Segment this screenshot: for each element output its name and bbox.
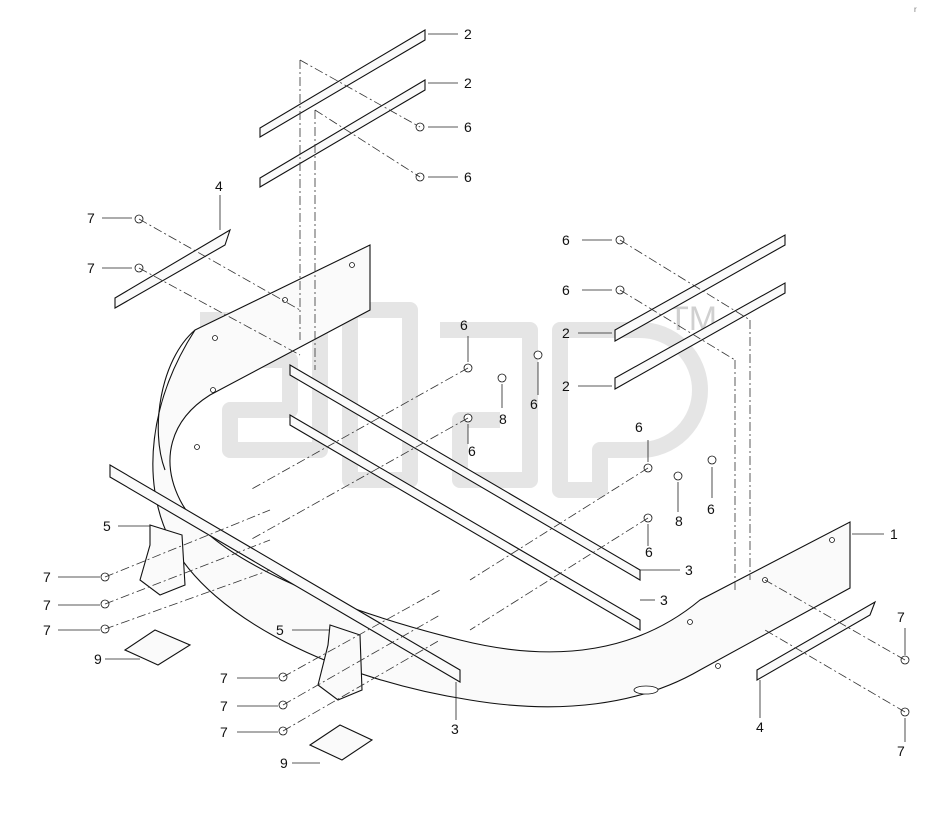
centerlines <box>104 59 906 732</box>
strap-right-2 <box>614 282 786 390</box>
callout-part-6: 6 <box>707 501 715 517</box>
strap-right-1 <box>614 234 786 342</box>
callout-part-8: 8 <box>499 411 507 427</box>
callout-part-4: 4 <box>215 178 223 194</box>
callout-part-5: 5 <box>276 622 284 638</box>
callout-part-6: 6 <box>645 544 653 560</box>
strap-top-1 <box>259 29 426 138</box>
callout-part-6: 6 <box>635 419 643 435</box>
callout-part-3: 3 <box>660 592 668 608</box>
callout-part-2: 2 <box>562 378 570 394</box>
callout-part-6: 6 <box>464 119 472 135</box>
callout-part-2: 2 <box>464 26 472 42</box>
callout-part-8: 8 <box>675 513 683 529</box>
callout-part-7: 7 <box>43 597 51 613</box>
leader-lines <box>58 33 906 764</box>
side-strip-left <box>114 228 231 309</box>
callout-part-7: 7 <box>87 260 95 276</box>
callout-labels: 2 2 6 6 4 7 7 6 6 2 2 6 8 6 6 6 8 6 6 1 … <box>43 26 905 771</box>
callout-part-3: 3 <box>685 562 693 578</box>
callout-part-7: 7 <box>897 609 905 625</box>
callout-part-6: 6 <box>562 232 570 248</box>
callout-part-2: 2 <box>464 75 472 91</box>
callout-part-3: 3 <box>451 721 459 737</box>
callout-part-7: 7 <box>220 724 228 740</box>
callout-part-9: 9 <box>94 651 102 667</box>
callout-part-7: 7 <box>43 569 51 585</box>
callout-part-7: 7 <box>220 670 228 686</box>
callout-part-7: 7 <box>220 698 228 714</box>
callout-part-6: 6 <box>464 169 472 185</box>
callout-part-4: 4 <box>756 719 764 735</box>
callout-part-6: 6 <box>460 317 468 333</box>
side-strip-right <box>756 600 877 681</box>
callout-part-5: 5 <box>103 518 111 534</box>
callout-part-6: 6 <box>562 282 570 298</box>
callout-part-2: 2 <box>562 325 570 341</box>
callout-part-6: 6 <box>468 443 476 459</box>
callout-part-9: 9 <box>280 755 288 771</box>
corner-mark: r <box>914 5 917 14</box>
callout-part-1: 1 <box>890 526 898 542</box>
bracket-left <box>123 524 192 666</box>
callout-part-7: 7 <box>87 210 95 226</box>
callout-part-6: 6 <box>530 396 538 412</box>
bracket-right <box>308 624 374 761</box>
strap-top-2 <box>259 79 426 188</box>
callout-part-7: 7 <box>897 743 905 759</box>
callout-part-7: 7 <box>43 622 51 638</box>
